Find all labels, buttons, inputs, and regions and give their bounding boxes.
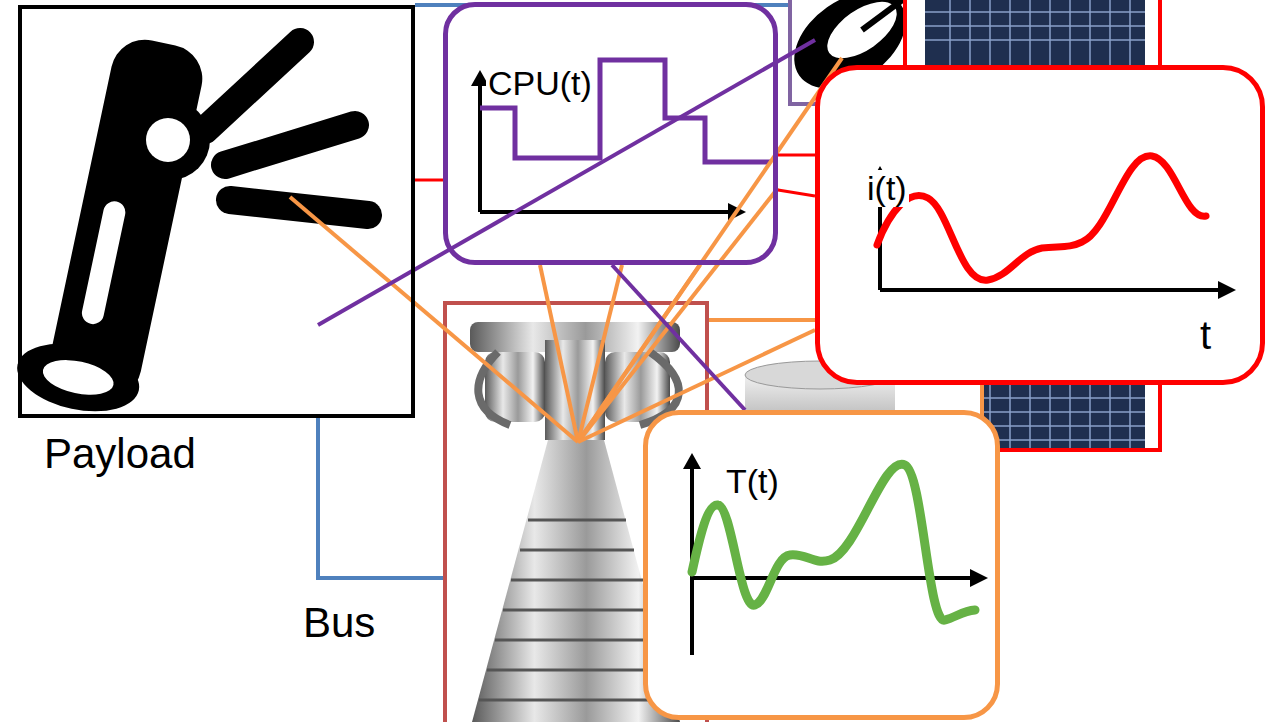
drawing-part <box>487 669 667 672</box>
payload-label: Payload <box>44 431 196 477</box>
signal-name: CPU(t) <box>486 65 594 102</box>
drawing-part <box>778 190 815 196</box>
drawing-part <box>880 288 1222 292</box>
drawing-part <box>925 25 1145 27</box>
axis-label: t <box>1200 313 1211 357</box>
connector-line <box>778 155 815 156</box>
drawing-part <box>290 197 578 442</box>
drawing-part <box>205 42 368 215</box>
drawing-part <box>683 453 701 469</box>
drawing-part <box>520 549 634 552</box>
drawing-part <box>511 579 643 582</box>
connector-line <box>415 179 443 182</box>
connector-line <box>612 265 745 410</box>
payload-box: Payload <box>18 5 415 418</box>
drawing-part <box>205 42 300 130</box>
drawing-part <box>925 39 1145 41</box>
drawing-part <box>318 40 815 325</box>
drawing-part <box>862 0 905 30</box>
signal-name: T(t) <box>724 463 781 500</box>
leader-line <box>778 190 815 196</box>
connector-line <box>778 154 815 157</box>
leader-line <box>318 40 815 325</box>
leader-line <box>290 58 842 442</box>
drawing-part <box>528 519 626 522</box>
drawing-part <box>970 569 988 587</box>
drawing-part <box>503 609 651 612</box>
temperature-panel: T(t) <box>643 410 1000 720</box>
cpu-panel: CPU(t) <box>443 2 778 265</box>
drawing-part <box>578 188 778 442</box>
drawing-part <box>11 333 146 421</box>
drawing-part <box>818 0 906 69</box>
drawing-part <box>925 11 1145 13</box>
drawing-part <box>40 354 117 400</box>
connector-line <box>612 265 745 410</box>
signal-plot <box>648 415 995 715</box>
bus-label: Bus <box>303 600 375 646</box>
drawing-part <box>11 27 211 422</box>
connector-line <box>415 180 443 181</box>
current-panel: i(t) t <box>815 65 1265 385</box>
drawing-part <box>80 199 128 326</box>
drawing-part <box>318 418 445 578</box>
drawing-part <box>495 639 659 642</box>
drawing-part <box>540 265 578 442</box>
signal-plot <box>820 70 1260 380</box>
telescope-icon <box>11 27 368 422</box>
drawing-part <box>1218 281 1236 299</box>
drawing-part <box>877 156 1206 280</box>
signal-name: i(t) <box>865 170 909 207</box>
drawing-part <box>225 125 355 165</box>
drawing-part <box>478 82 482 212</box>
drawing-part <box>578 58 842 442</box>
drawing-part <box>146 118 190 162</box>
